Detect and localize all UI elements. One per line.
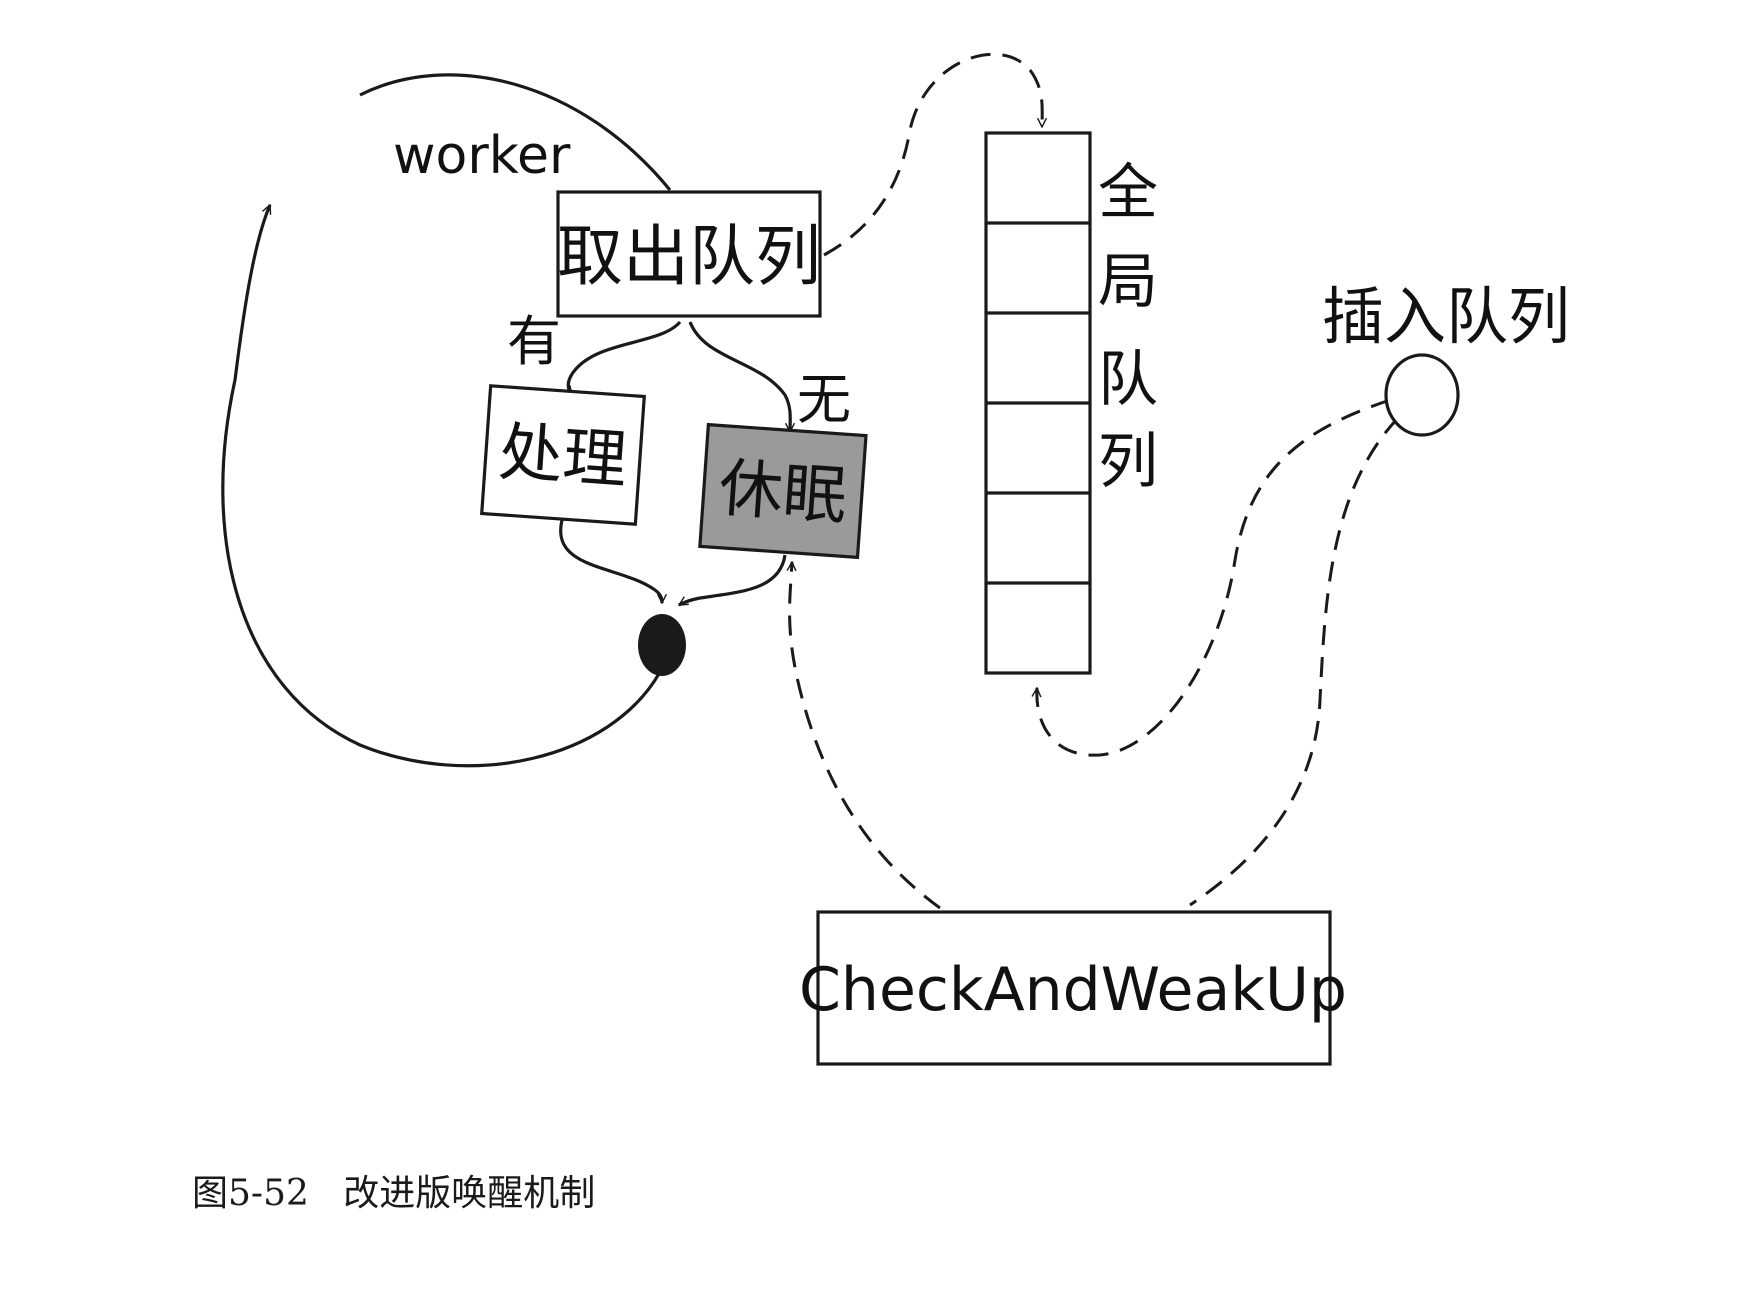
arrow-sleep-to-merge (679, 554, 787, 607)
global-queue-char-3: 队 (1098, 345, 1158, 415)
enqueue-label: 插入队列 (1322, 280, 1570, 353)
dequeue-box (556, 190, 822, 318)
global-queue-char-1: 全 (1098, 158, 1158, 228)
sleep-box (698, 422, 868, 560)
global-queue-stack (984, 131, 1092, 675)
worker-loop-arc (221, 205, 662, 768)
dashed-dequeue-to-queue (823, 52, 1042, 257)
worker-top-arc (359, 73, 672, 192)
figure-caption: 图5-52 改进版唤醒机制 (192, 1164, 595, 1216)
dashed-check-to-sleep (790, 562, 941, 910)
no-label: 无 (797, 368, 851, 431)
check-and-weakup-label: CheckAndWeakUp (799, 955, 1347, 1025)
worker-label: worker (393, 126, 571, 186)
global-queue-char-2: 局 (1098, 247, 1158, 317)
yes-label: 有 (507, 310, 561, 373)
global-queue-char-4: 列 (1098, 427, 1158, 497)
arrow-dequeue-to-process (568, 320, 682, 395)
process-box (480, 384, 646, 526)
arrow-dequeue-to-sleep (688, 321, 790, 432)
dashed-enqueue-to-queue (1037, 398, 1391, 757)
sleep-label: 休眠 (716, 452, 849, 535)
enqueue-circle (1384, 353, 1460, 437)
dequeue-label: 取出队列 (557, 218, 821, 295)
merge-dot (638, 614, 686, 676)
figure-title: 改进版唤醒机制 (343, 1173, 596, 1214)
dashed-enqueue-to-check (1189, 416, 1400, 907)
arrow-process-to-merge (559, 519, 662, 603)
process-label: 处理 (496, 416, 629, 499)
check-and-weakup-box (816, 910, 1332, 1066)
figure-number: 图5-52 (192, 1173, 309, 1214)
